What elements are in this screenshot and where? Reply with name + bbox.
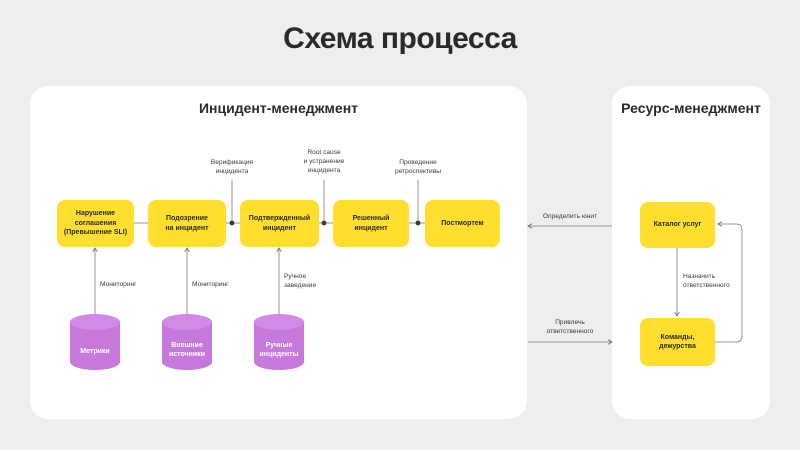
service-catalog-box[interactable]: Каталог услуг bbox=[640, 202, 715, 248]
cylinder-body bbox=[254, 322, 304, 370]
step-postmortem[interactable]: Постмортем bbox=[425, 200, 500, 247]
cylinder-top bbox=[162, 314, 212, 330]
cylinder-top bbox=[254, 314, 304, 330]
label-manual-entry: Ручное заведение bbox=[284, 273, 317, 290]
label-assign-owner: Назначить ответственного bbox=[683, 273, 730, 290]
label-define-unit: Определить юнит bbox=[542, 213, 598, 220]
cylinder-body bbox=[70, 322, 120, 370]
incident-panel-title: Инцидент-менеджмент bbox=[198, 100, 359, 116]
label-root-cause: Root cause и устранение инцидента bbox=[303, 149, 345, 175]
step-sla-violation[interactable]: Нарушение соглашения (Превышение SLI) bbox=[57, 200, 134, 247]
teams-duty-box[interactable]: Команды, дежурства bbox=[640, 318, 715, 366]
source-external: Внешние источники bbox=[168, 342, 206, 359]
resource-panel-title: Ресурс-менеджмент bbox=[621, 100, 761, 116]
loop-arrow bbox=[715, 224, 743, 343]
label-monitoring-1: Мониторинг bbox=[100, 281, 137, 288]
label-verification: Верификация инцидента bbox=[210, 159, 254, 176]
page-title: Схема процесса bbox=[283, 22, 517, 55]
label-involve-owner: Привлечь ответственного bbox=[546, 319, 594, 336]
source-metrics: Метрики bbox=[80, 348, 110, 355]
label-monitoring-2: Мониторинг bbox=[192, 281, 229, 288]
junction-dot bbox=[321, 220, 327, 226]
step-confirmed-incident[interactable]: Подтвержденный инцидент bbox=[240, 200, 319, 247]
junction-dot bbox=[229, 220, 235, 226]
junction-dot bbox=[415, 220, 421, 226]
step-resolved-incident[interactable]: Решенный инцидент bbox=[333, 200, 409, 247]
cylinder-body bbox=[162, 322, 212, 370]
source-manual: Ручные инциденты bbox=[259, 342, 299, 359]
cylinder-top bbox=[70, 314, 120, 330]
label-retrospective: Проведение ретроспективы bbox=[395, 159, 441, 176]
step-suspected-incident[interactable]: Подозрение на инцидент bbox=[148, 200, 226, 247]
